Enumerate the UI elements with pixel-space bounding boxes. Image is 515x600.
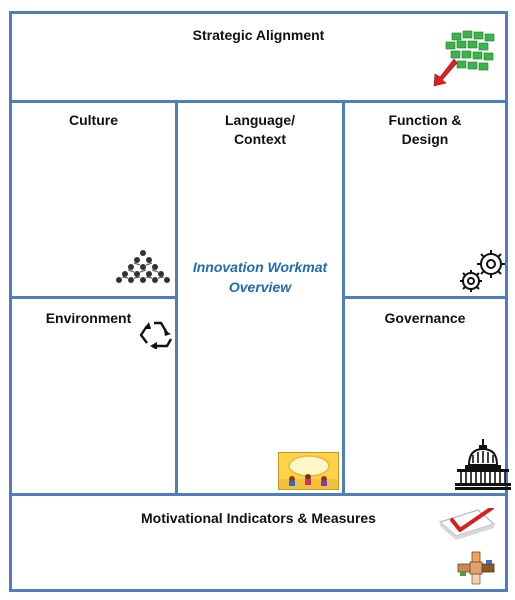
capitol-dome-icon: [455, 439, 511, 491]
function-design-title-line2: Design: [401, 131, 449, 147]
motivational-title: Motivational Indicators & Measures: [141, 510, 376, 526]
gears-icon: [457, 247, 509, 297]
sunny-beach-picture-icon: [278, 452, 339, 490]
strategic-alignment-box: Strategic Alignment: [9, 11, 508, 103]
green-puzzle-arrow-icon: [432, 29, 498, 87]
governance-box: Governance: [342, 296, 511, 496]
language-context-title: Language/ Context: [178, 111, 342, 149]
governance-title: Governance: [384, 310, 466, 326]
language-context-title-line2: Context: [233, 131, 287, 147]
recycle-arrows-icon: [137, 319, 179, 349]
people-pyramid-icon: [112, 249, 174, 283]
center-label-line1: Innovation Workmat: [192, 259, 328, 275]
function-design-box: Function & Design: [342, 100, 508, 299]
motivational-box: Motivational Indicators & Measures: [9, 493, 508, 592]
environment-title: Environment: [45, 310, 132, 326]
language-context-box: Language/ Context Innovation Workmat Ove…: [175, 100, 345, 496]
culture-title: Culture: [69, 112, 118, 128]
environment-box: Environment: [9, 296, 178, 496]
function-design-title-line1: Function &: [388, 112, 462, 128]
center-label: Innovation Workmat Overview: [178, 257, 342, 297]
checkbox-check-icon: [438, 508, 498, 544]
joined-hands-icon: [456, 550, 496, 586]
function-design-title: Function & Design: [345, 111, 505, 149]
language-context-title-line1: Language/: [224, 112, 295, 128]
center-label-line2: Overview: [228, 279, 292, 295]
strategic-alignment-title: Strategic Alignment: [192, 27, 325, 43]
culture-box: Culture: [9, 100, 178, 299]
